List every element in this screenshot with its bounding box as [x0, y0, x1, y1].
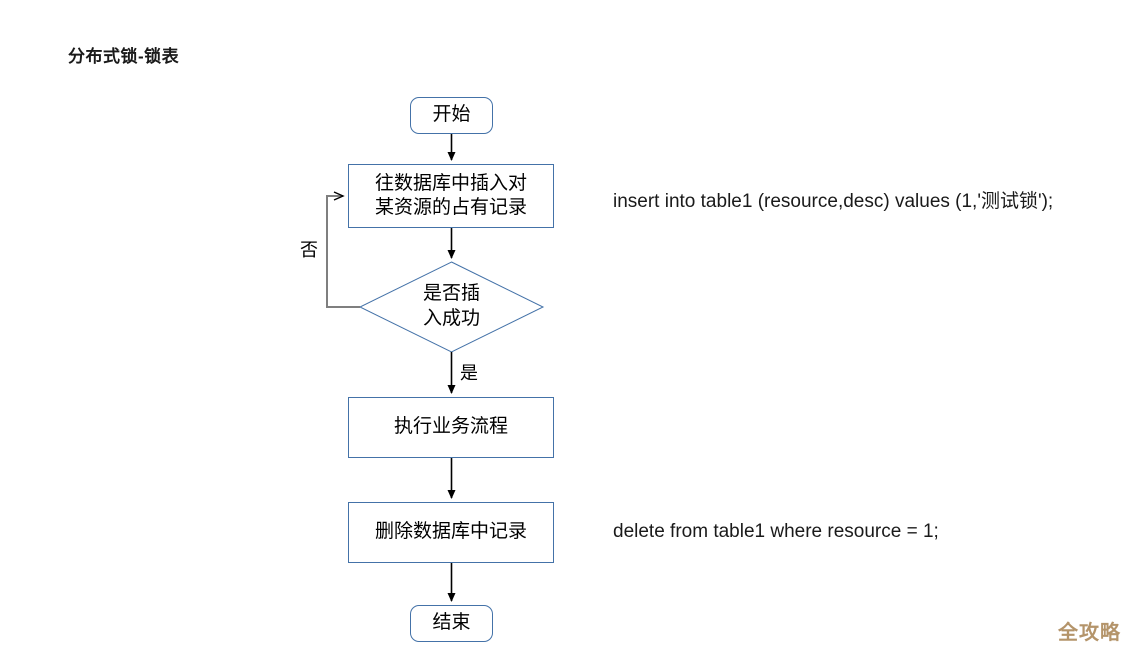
flow-node-execute-business[interactable]: 执行业务流程	[348, 397, 554, 458]
connector-decision-loopback-to-insert	[326, 191, 360, 308]
watermark: 全攻略	[1058, 622, 1121, 644]
annotation-sql-delete: delete from table1 where resource = 1;	[613, 521, 939, 542]
flow-node-insert-record[interactable]: 往数据库中插入对 某资源的占有记录	[348, 164, 554, 228]
flow-node-decision-insert-success[interactable]: 是否插 入成功	[422, 283, 480, 329]
flow-node-delete-record[interactable]: 删除数据库中记录	[348, 502, 554, 563]
flow-node-start[interactable]: 开始	[410, 97, 493, 134]
edge-label-no: 否	[300, 240, 318, 260]
flow-node-end[interactable]: 结束	[410, 605, 493, 642]
edge-label-yes: 是	[460, 363, 478, 383]
page-title: 分布式锁-锁表	[68, 47, 180, 66]
annotation-sql-insert: insert into table1 (resource,desc) value…	[613, 191, 1054, 212]
